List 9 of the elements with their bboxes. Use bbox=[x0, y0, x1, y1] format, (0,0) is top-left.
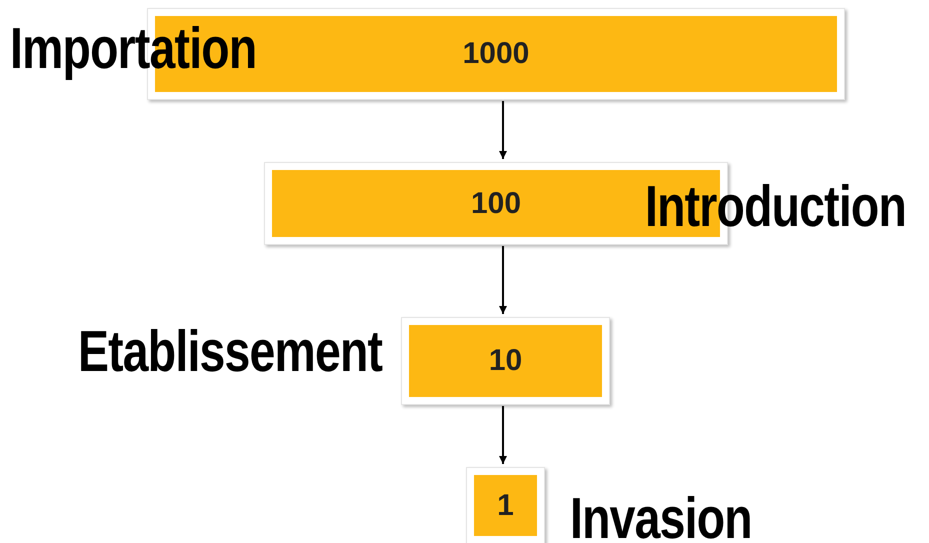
arrow bbox=[499, 406, 507, 464]
count-value: 1000 bbox=[462, 37, 530, 71]
count-value: 10 bbox=[488, 344, 522, 378]
count-value: 100 bbox=[470, 186, 522, 220]
arrow bbox=[499, 246, 507, 314]
stage-label: Etablissement bbox=[78, 323, 382, 381]
arrow bbox=[499, 101, 507, 159]
count-value: 1 bbox=[497, 488, 514, 522]
stage-label: Invasion bbox=[570, 490, 752, 543]
